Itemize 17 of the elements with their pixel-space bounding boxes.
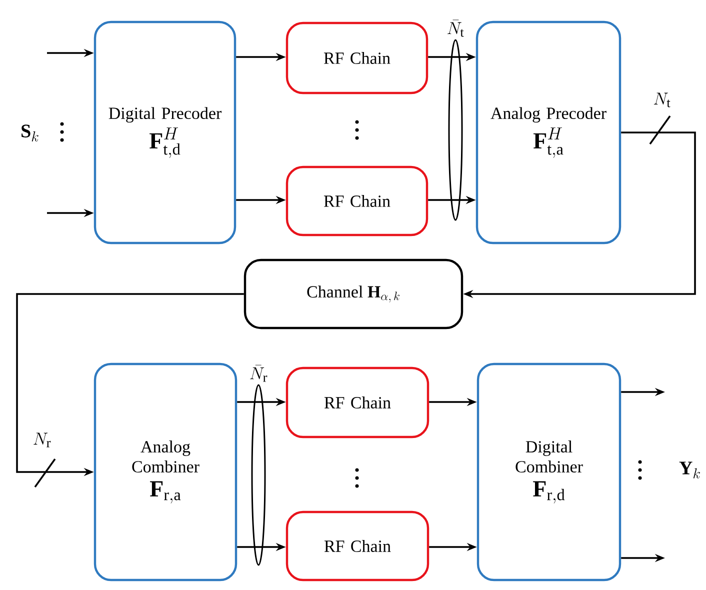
- edge-label: $N_{\mathrm{t}}$: [654, 92, 670, 108]
- channel-box: Channel $\mathbf{H}_{\alpha,\,k}$: [244, 258, 464, 330]
- rf-chain-box: RF Chain: [286, 366, 430, 438]
- bundle-ellipse: [251, 384, 266, 566]
- rf-chain-box: RF Chain: [286, 166, 428, 236]
- math-label: $\mathbf{Y}_{k}$: [679, 462, 700, 478]
- rf-chain-box: RF Chain: [286, 510, 430, 582]
- digital-precoder-box: Digital Precoder $\mathbf{F}_{\mathrm{t,d}}^{H}$: [94, 20, 236, 244]
- math-label: $\bar{N}_{\mathrm{r}}$: [250, 364, 268, 382]
- edge-label: $N_{\mathrm{r}}$: [34, 432, 51, 448]
- math-label: $\bar{N}_{\mathrm{t}}$: [447, 20, 464, 37]
- bundle-ellipse: [448, 39, 463, 221]
- analog-combiner-box: Analog Combiner $\mathbf{F}_{\mathrm{r,a}}$: [94, 362, 238, 582]
- rf-chain-box: RF Chain: [286, 22, 428, 94]
- math-label: $\mathbf{S}_{k}$: [22, 124, 38, 142]
- digital-combiner-box: Digital Combiner $\mathbf{F}_{\mathrm{r,d}}$: [476, 362, 622, 582]
- analog-precoder-box: Analog Precoder $\mathbf{F}_{\mathrm{t,a}}^{H}$: [476, 20, 622, 244]
